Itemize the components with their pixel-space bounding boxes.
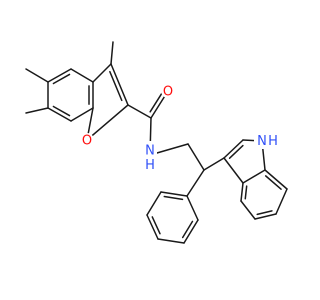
bond-b7-i7a <box>264 169 288 190</box>
atom-label-n-indole: N <box>257 134 267 149</box>
bond-double-cco-oco <box>149 92 163 113</box>
bond-c3-c2 <box>110 63 129 106</box>
bond-ph4-ph5 <box>157 238 185 244</box>
atom-label-h-amide: H <box>145 158 155 173</box>
bond-c3a-c4 <box>70 68 94 83</box>
bond-i3a-b4 <box>240 182 244 202</box>
bond-ch2-ch <box>187 143 205 171</box>
bond-double-c6-c7 <box>52 105 71 117</box>
bond-ch-ph1 <box>186 169 205 197</box>
bond-c6-c7 <box>47 107 72 122</box>
bond-layer <box>25 41 288 244</box>
bond-double-c4-c5 <box>52 73 71 85</box>
bond-double-ph5-ph6 <box>181 220 194 239</box>
bond-double-b5-b6 <box>256 210 273 216</box>
bond-c7-c7a <box>70 107 94 122</box>
atom-n-indole: N H <box>254 131 280 149</box>
atom-n-amide: N H <box>141 141 157 173</box>
bond-double-cx3-i2 <box>228 144 244 159</box>
bond-ph5-ph6 <box>183 219 199 244</box>
bond-c2-cco <box>127 104 152 119</box>
atom-o-furan: O <box>80 133 94 149</box>
atom-label-o-carbonyl: O <box>163 85 173 100</box>
bond-double-ph1-ph2 <box>163 195 184 201</box>
atom-label-h-indole: H <box>268 134 278 149</box>
bond-ph3-ph4 <box>146 214 159 240</box>
bond-i7a-i3a <box>242 169 266 184</box>
bond-ch-cx3 <box>203 157 225 171</box>
bond-c3-me3 <box>110 41 114 65</box>
bond-ph2-ph3 <box>146 191 162 216</box>
bond-double-i3a-b4 <box>244 185 248 200</box>
atom-o-carbonyl: O <box>161 84 175 100</box>
bond-ph1-ph2 <box>160 191 188 197</box>
atom-label-layer: O N H O N H <box>80 84 280 173</box>
bond-me6-c6 <box>25 107 49 114</box>
bond-double-c3-c2 <box>109 70 123 102</box>
bond-double-b7-i7a <box>264 175 282 190</box>
bond-double-ph3-ph4 <box>151 216 161 235</box>
bond-cx3-i2 <box>223 139 244 159</box>
molecule-structure: O N H O N H <box>25 41 288 244</box>
bond-c3a-c3 <box>92 63 112 83</box>
atom-label-o-furan: O <box>82 134 92 149</box>
bond-c4-c5 <box>47 68 72 83</box>
bond-b5-b6 <box>254 213 277 220</box>
bond-b4-b5 <box>240 200 256 220</box>
atom-label-n-amide: N <box>145 144 155 159</box>
bond-i3a-cx3 <box>223 157 244 184</box>
bond-b6-b7 <box>275 188 288 215</box>
bond-me5-c5 <box>25 68 49 83</box>
bond-ph6-ph1 <box>186 195 199 221</box>
bond-c2-o1 <box>86 104 129 141</box>
